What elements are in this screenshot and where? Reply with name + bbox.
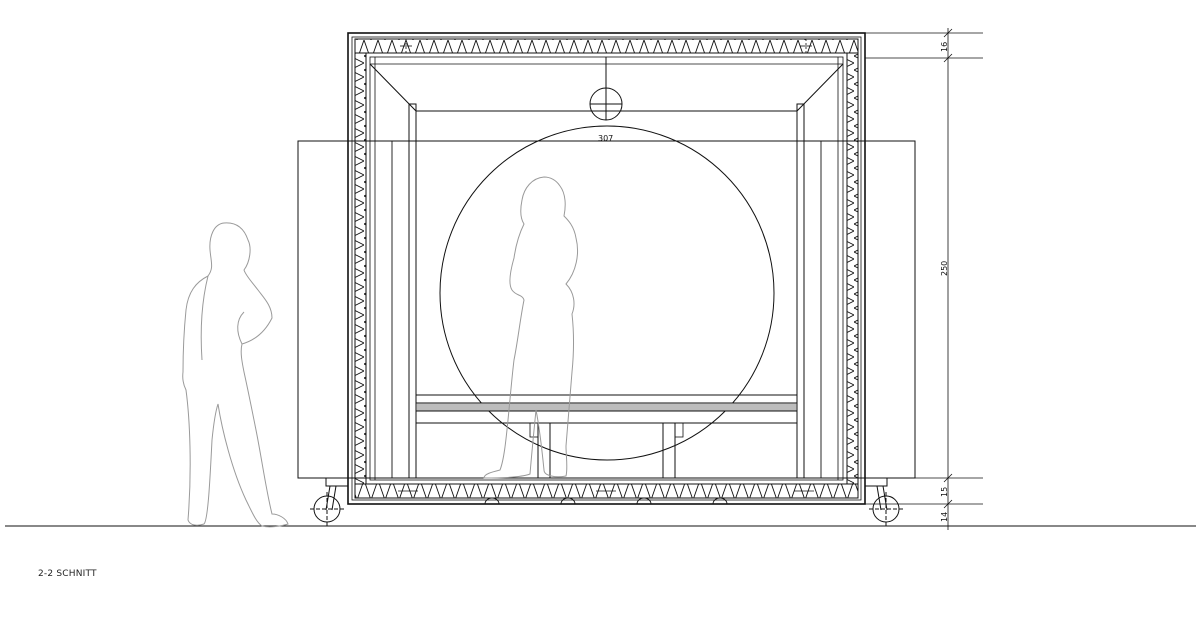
roof-markers [400, 39, 812, 53]
human-figure-inside [483, 176, 579, 479]
ceiling-left-slope [369, 63, 417, 112]
table-top [415, 394, 798, 404]
table-band [415, 402, 798, 412]
dim-top-label: 16 [940, 42, 949, 52]
post-right [796, 103, 805, 479]
dim-wheel-label: 14 [940, 512, 949, 522]
post-left [408, 103, 417, 479]
section-caption: 2-2 SCHNITT [38, 569, 97, 579]
outer-frame-inner [351, 36, 862, 501]
table-leg-right [662, 422, 676, 479]
human-figure-left [182, 222, 289, 528]
table-bracket-right [674, 422, 684, 438]
dimension-lines [865, 28, 983, 530]
round-opening [439, 125, 775, 461]
dim-height-label: 250 [940, 261, 949, 276]
table-apron [415, 410, 798, 424]
left-wall-insulation [354, 52, 367, 485]
wheel-left [310, 477, 349, 526]
width-label: 307 [598, 134, 613, 143]
right-wall-insulation [846, 52, 859, 485]
dim-floor-label: 15 [940, 487, 949, 497]
human-figure-left-arm [200, 275, 245, 361]
ceiling-right-slope [796, 63, 844, 112]
wheel-right [864, 477, 903, 526]
side-panel-outline [297, 140, 916, 479]
table-bracket-left [529, 422, 539, 438]
table-leg-left [537, 422, 551, 479]
inner-lining [365, 52, 848, 485]
roof-insulation [354, 38, 859, 54]
base-bumps [484, 497, 728, 505]
